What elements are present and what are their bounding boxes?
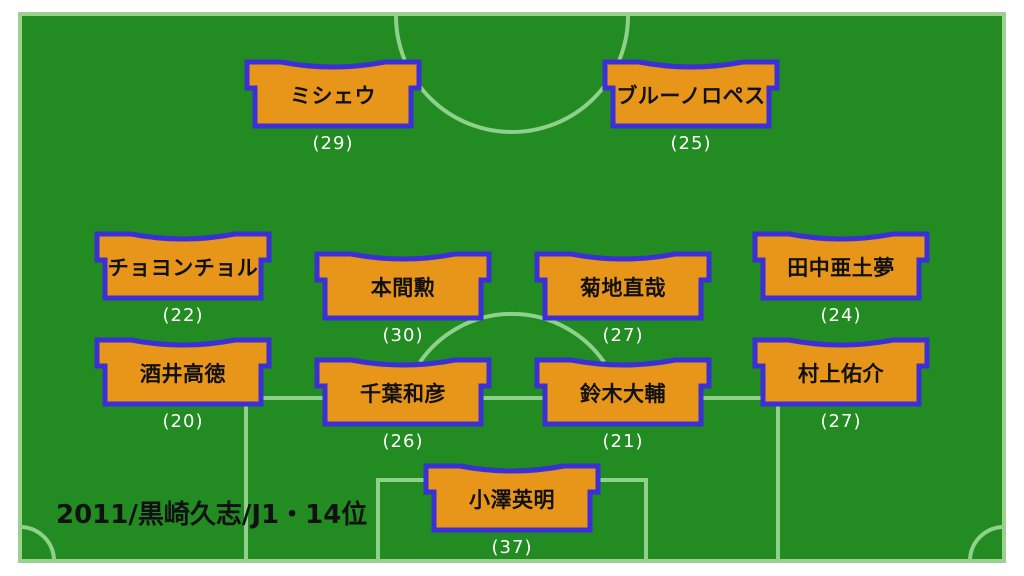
- player-number: (27): [820, 411, 862, 432]
- player-card-center-midfield-right: 菊地直哉 (27): [533, 250, 713, 355]
- player-name: チョヨンチョル: [107, 256, 259, 280]
- player-card-center-midfield-left: 本間勲 (30): [313, 250, 493, 355]
- player-card-center-back-right: 鈴木大輔 (21): [533, 356, 713, 461]
- shirt-icon: [751, 336, 931, 408]
- player-name: 千葉和彦: [360, 382, 446, 406]
- player-number: (20): [162, 411, 204, 432]
- player-card-left-midfield: チョヨンチョル (22): [93, 230, 273, 335]
- shirt-icon: [422, 462, 602, 534]
- shirt-icon: [243, 58, 423, 130]
- player-name: 酒井高徳: [140, 362, 226, 386]
- penalty-arc: [418, 311, 606, 364]
- shirt-icon: [751, 230, 931, 302]
- penalty-area: [244, 396, 780, 561]
- player-card-right-midfield: 田中亜土夢 (24): [751, 230, 931, 335]
- player-name: 鈴木大輔: [580, 382, 666, 406]
- shirt-icon: [601, 58, 781, 130]
- player-card-left-back: 酒井高徳 (20): [93, 336, 273, 441]
- player-name: 村上佑介: [798, 362, 884, 386]
- player-number: (29): [312, 133, 354, 154]
- season-caption: 2011/黒崎久志/J1・14位: [56, 500, 368, 530]
- player-name: ミシェウ: [290, 84, 376, 108]
- player-name: 本間勲: [370, 276, 436, 300]
- player-card-forward-right: ブルーノロペス (25): [601, 58, 781, 163]
- player-name: 菊地直哉: [580, 276, 666, 300]
- player-card-forward-left: ミシェウ (29): [243, 58, 423, 163]
- shirt-icon: [533, 356, 713, 428]
- player-number: (25): [670, 133, 712, 154]
- corner-arc-right: [968, 525, 1005, 562]
- player-number: (22): [162, 305, 204, 326]
- shirt-icon: [533, 250, 713, 322]
- player-name: 小澤英明: [469, 488, 555, 512]
- shirt-icon: [93, 230, 273, 302]
- player-number: (26): [382, 431, 424, 452]
- player-name: ブルーノロペス: [616, 84, 766, 108]
- corner-arc-left: [19, 525, 56, 562]
- shirt-icon: [93, 336, 273, 408]
- player-number: (27): [602, 325, 644, 346]
- player-name: 田中亜土夢: [787, 256, 895, 280]
- player-card-center-back-left: 千葉和彦 (26): [313, 356, 493, 461]
- player-number: (24): [820, 305, 862, 326]
- player-card-right-back: 村上佑介 (27): [751, 336, 931, 441]
- player-number: (30): [382, 325, 424, 346]
- player-number: (37): [491, 537, 533, 558]
- player-number: (21): [602, 431, 644, 452]
- shirt-icon: [313, 356, 493, 428]
- shirt-icon: [313, 250, 493, 322]
- player-card-goalkeeper: 小澤英明 (37): [422, 462, 602, 567]
